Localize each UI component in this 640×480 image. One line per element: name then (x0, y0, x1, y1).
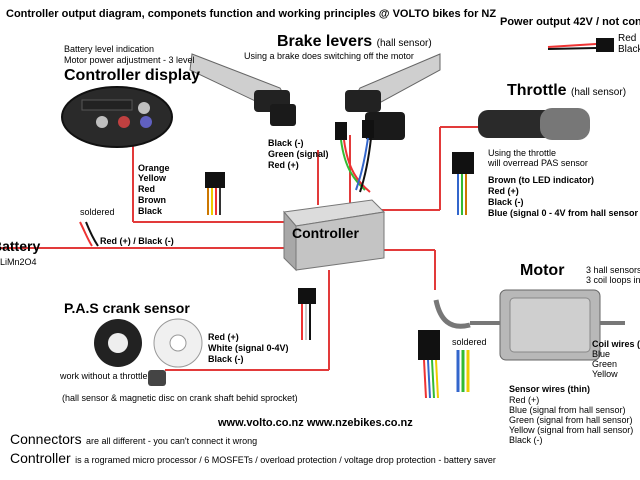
pas-no-throttle-note: work without a throttle (60, 371, 148, 381)
throttle-wire: Blue (signal 0 - 4V from hall sensor (488, 208, 639, 218)
brake-connectors (335, 120, 374, 193)
throttle-wire: Black (-) (488, 197, 524, 207)
pas-hall-note: (hall sensor & magnetic disc on crank sh… (62, 393, 298, 403)
controller-label: Controller (292, 225, 359, 241)
sensor-wire: Red (+) (509, 395, 540, 405)
throttle-title-suffix: (hall sensor) (571, 87, 627, 98)
battery-title: Battery (0, 238, 41, 254)
display-wire: Brown (138, 195, 166, 205)
motor-soldered-label: soldered (452, 337, 487, 347)
power-output-label: Power output 42V / not connec (500, 16, 640, 28)
pas-discs (94, 318, 203, 386)
throttle-heading: Throttle (hall sensor) (507, 82, 626, 100)
sensor-wire: Blue (signal from hall sensor) (509, 405, 626, 415)
display-wire: Red (138, 184, 156, 194)
controller-note-label: Controller (10, 450, 71, 466)
motor-note-hall: 3 hall sensors (586, 265, 640, 275)
pas-wire: Black (-) (208, 354, 244, 364)
page-title: Controller output diagram, componets fun… (6, 8, 497, 20)
motor-drawing (433, 289, 625, 361)
brake-subtitle: Using a brake does switching off the mot… (244, 51, 414, 61)
display-note-battery: Battery level indication (64, 44, 155, 54)
brake-title-suffix: (hall sensor) (376, 38, 432, 49)
battery-wires (79, 221, 99, 247)
pas-title: P.A.S crank sensor (64, 300, 190, 316)
throttle-wire: Red (+) (488, 186, 519, 196)
connectors-text: are all different - you can't connect it… (86, 436, 258, 446)
brake-wire: Green (signal) (268, 149, 329, 159)
brake-wire: Black (-) (268, 138, 304, 148)
display-wire: Yellow (138, 173, 167, 183)
display-wire: Black (138, 206, 163, 216)
sensor-wire: Yellow (signal from hall sensor) (509, 425, 634, 435)
footer-connectors-note: Connectors are all different - you can't… (10, 431, 257, 449)
wire-lines (0, 126, 478, 371)
brake-levers-drawing (189, 53, 441, 140)
pas-wire: Red (+) (208, 332, 239, 342)
coil-wire: Green (592, 359, 618, 369)
brake-title: Brake levers (277, 33, 373, 50)
throttle-wire: Brown (to LED indicator) (488, 175, 594, 185)
display-device (61, 86, 173, 148)
brake-heading: Brake levers (hall sensor) (277, 33, 432, 51)
display-note-power: Motor power adjustment - 3 level (64, 55, 195, 65)
connectors-label: Connectors (10, 431, 82, 447)
display-wire: Orange (138, 163, 170, 173)
battery-soldered-label: soldered (80, 207, 115, 217)
motor-connectors (418, 330, 470, 399)
sensor-wire: Green (signal from hall sensor) (509, 415, 633, 425)
footer-controller-note: Controller is a rogramed micro processor… (10, 450, 496, 468)
controller-note-text: is a rogramed micro processor / 6 MOSFET… (75, 455, 496, 465)
power-red-label: Red (618, 33, 637, 44)
motor-title: Motor (520, 262, 565, 279)
throttle-note-2: will overread PAS sensor (488, 158, 588, 168)
motor-note-coil: 3 coil loops in t (586, 275, 640, 285)
coil-wire: Blue (592, 349, 611, 359)
power-output-connector (547, 38, 614, 52)
battery-wires-label: Red (+) / Black (-) (100, 236, 174, 246)
brake-wire: Red (+) (268, 160, 299, 170)
footer-websites: www.volto.co.nz www.nzebikes.co.nz (218, 417, 413, 429)
throttle-drawing (452, 108, 590, 215)
pas-wire: White (signal 0-4V) (208, 343, 289, 353)
throttle-title: Throttle (507, 82, 567, 99)
display-title: Controller display (64, 67, 201, 84)
coil-wire: Yellow (592, 369, 618, 379)
pas-connector (298, 288, 316, 340)
battery-type: LiMn2O4 (0, 257, 37, 267)
power-black-label: Black (618, 44, 640, 55)
sensor-wire: Black (-) (509, 435, 543, 445)
sensor-wires-title: Sensor wires (thin) (509, 384, 591, 394)
controller-box (283, 199, 386, 272)
throttle-note-1: Using the throttle (488, 148, 557, 158)
display-connector (205, 172, 225, 215)
coil-wires-title: Coil wires (t (592, 339, 640, 349)
